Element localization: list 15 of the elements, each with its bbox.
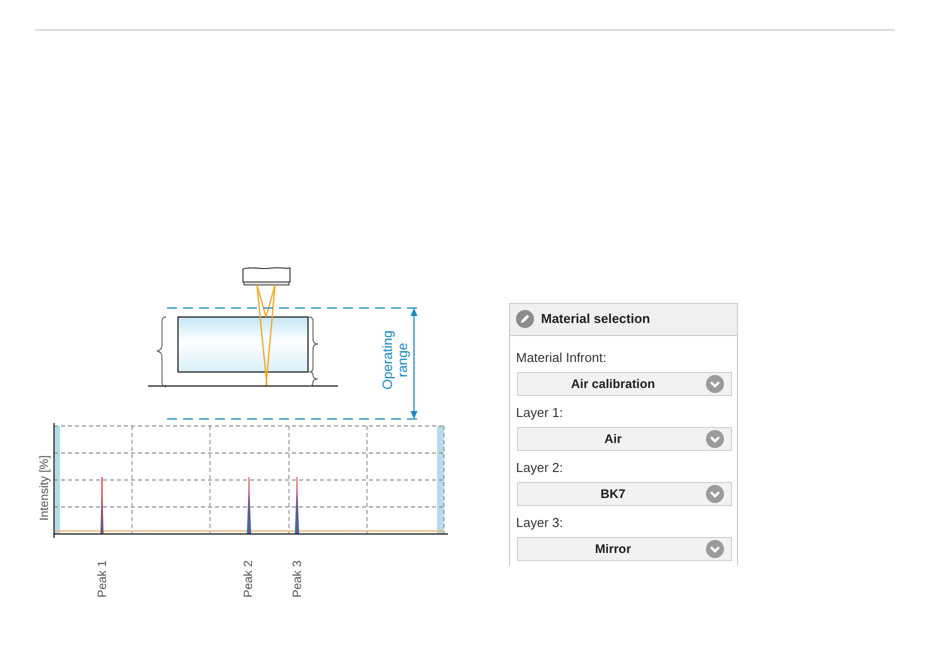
field-label: Layer 3:	[516, 515, 563, 530]
peak-label: Peak 2	[241, 560, 255, 598]
axis-label: Intensity [%]	[37, 455, 51, 521]
select-field: Air calibration	[517, 372, 732, 396]
field-label: Layer 2:	[516, 460, 563, 475]
select-field: Air	[517, 427, 732, 451]
select-field: BK7	[517, 482, 732, 506]
settings-panel	[509, 303, 738, 566]
select-field: Mirror	[517, 537, 732, 561]
range-label: Operating range	[380, 329, 410, 392]
peak-label: Peak 3	[290, 560, 304, 598]
field-label: Layer 1:	[516, 405, 563, 420]
panel-title: Material selection	[541, 311, 650, 326]
field-label: Material Infront:	[516, 350, 606, 365]
peak-label: Peak 1	[95, 560, 109, 598]
